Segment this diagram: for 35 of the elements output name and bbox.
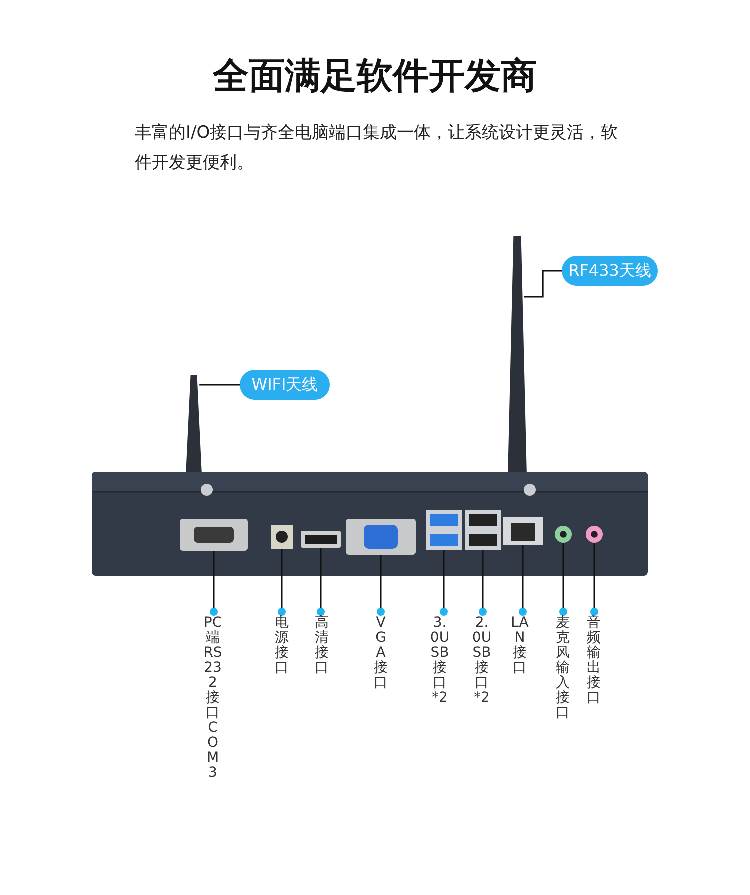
computer-case-drawing (92, 472, 648, 576)
leader-line (278, 549, 286, 616)
leader-line (317, 548, 325, 616)
port-label: 高清接口 (312, 616, 332, 676)
port-label: 3.0USB接口*2 (430, 616, 450, 706)
port-label: VGA接口 (371, 616, 391, 691)
intro-paragraph: 丰富的I/O接口与齐全电脑端口集成一体，让系统设计更灵活，软件开发更便利。 (135, 122, 620, 175)
port-label: 2.0USB接口*2 (472, 616, 492, 706)
usb-port-drawing (465, 510, 501, 550)
leader-line (200, 384, 240, 386)
serial-port-drawing (180, 519, 248, 551)
leader-line (590, 543, 598, 616)
audio-jack-drawing (555, 526, 572, 543)
port-label: PC端RS232接口COM3 (203, 616, 223, 781)
vga-port-drawing (346, 519, 416, 555)
power-jack-drawing (271, 525, 293, 549)
leader-line (519, 545, 527, 616)
page-title: 全面满足软件开发商 (212, 55, 538, 99)
callout-bubble: RF433天线 (562, 256, 658, 286)
port-label: 电源接口 (272, 616, 292, 676)
leader-line (524, 270, 562, 298)
leader-line (210, 551, 218, 616)
port-label: 音频输出接口 (584, 616, 604, 706)
port-label: LAN接口 (510, 616, 530, 676)
ethernet-port-drawing (503, 517, 543, 545)
usb-port-drawing (426, 510, 462, 550)
leader-line (377, 555, 385, 616)
leader-line (440, 550, 448, 616)
antenna-drawing (186, 375, 202, 475)
leader-line (560, 543, 568, 616)
callout-bubble: WIFI天线 (240, 370, 330, 400)
port-label: 麦克风输入接口 (553, 616, 573, 721)
audio-jack-drawing (586, 526, 603, 543)
leader-line (479, 550, 487, 616)
hdmi-port-drawing (301, 531, 341, 548)
